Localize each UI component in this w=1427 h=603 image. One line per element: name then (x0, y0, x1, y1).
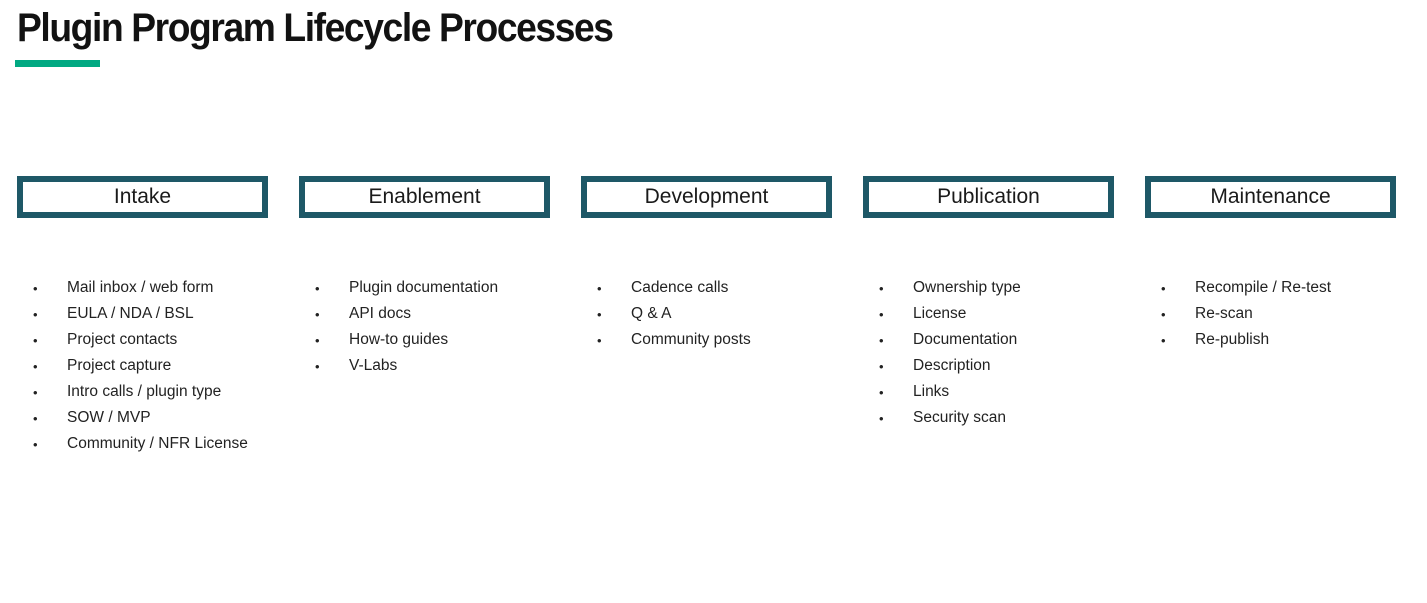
stage-item-label: Recompile / Re-test (1195, 279, 1332, 296)
stage-item-label: Project contacts (67, 331, 178, 348)
stage-item: • Recompile / Re-test (1161, 275, 1396, 301)
stage-item-label: Re-scan (1195, 305, 1253, 322)
title-accent-bar (15, 60, 100, 67)
lifecycle-columns: Intake • Mail inbox / web form • EULA / NDA… (17, 176, 1396, 457)
stage-item: • Links (879, 379, 1114, 405)
bullet-icon: • (33, 358, 38, 374)
stage-item-label: Links (913, 383, 950, 400)
stage-header-label: Maintenance (1210, 185, 1331, 208)
stage-header-label: Enablement (368, 185, 481, 208)
stage-item-list: • Plugin documentation • API docs • How-to gu… (299, 275, 550, 379)
stage-item: • Re-publish (1161, 327, 1396, 353)
lifecycle-column: Development • Cadence calls • Q & A • Communi… (581, 176, 832, 457)
stage-item-list: • Cadence calls • Q & A • Community posts (581, 275, 832, 353)
stage-item-label: Ownership type (913, 279, 1021, 296)
stage-item: • How-to guides (315, 327, 550, 353)
stage-item: • SOW / MVP (33, 405, 268, 431)
stage-item-label: V-Labs (349, 357, 398, 374)
stage-item-list: • Ownership type • License • Documentation • De… (863, 275, 1114, 431)
stage-item-label: Cadence calls (631, 279, 729, 296)
bullet-icon: • (597, 332, 602, 348)
stage-item-label: Documentation (913, 331, 1018, 348)
bullet-icon: • (33, 410, 38, 426)
stage-item: • Documentation (879, 327, 1114, 353)
bullet-icon: • (33, 306, 38, 322)
stage-item-label: API docs (349, 305, 412, 322)
bullet-icon: • (1161, 280, 1166, 296)
stage-item: • API docs (315, 301, 550, 327)
bullet-icon: • (597, 306, 602, 322)
bullet-icon: • (315, 332, 320, 348)
bullet-icon: • (879, 358, 884, 374)
stage-item: • Community / NFR License (33, 431, 268, 457)
stage-header-box: Maintenance (1145, 176, 1396, 218)
bullet-icon: • (1161, 332, 1166, 348)
bullet-icon: • (879, 384, 884, 400)
stage-item: • Project contacts (33, 327, 268, 353)
lifecycle-column: Maintenance • Recompile / Re-test • Re-scan… (1145, 176, 1396, 457)
stage-item-list: •Mail inbox / web form•EULA / NDA / BSL•… (17, 275, 268, 457)
stage-item-label: Plugin documentation (349, 279, 499, 296)
stage-header-box: Enablement (299, 176, 550, 218)
stage-header-label: Development (644, 185, 769, 208)
bullet-icon: • (33, 332, 38, 348)
stage-item-label: Intro calls / plugin type (67, 383, 222, 400)
stage-item-label: Project capture (67, 357, 172, 374)
bullet-icon: • (33, 384, 38, 400)
stage-item: • License (879, 301, 1114, 327)
stage-item: • Project capture (33, 353, 268, 379)
bullet-icon: • (879, 410, 884, 426)
page-title: Plugin Program Lifecycle Processes (17, 6, 614, 50)
stage-header-box: Development (581, 176, 832, 218)
bullet-icon: • (879, 306, 884, 322)
lifecycle-column: Publication • Ownership type • License • Docu… (863, 176, 1114, 457)
stage-item-label: Re-publish (1195, 331, 1270, 348)
bullet-icon: • (597, 280, 602, 296)
bullet-icon: • (1161, 306, 1166, 322)
stage-item-label: Community / NFR License (67, 435, 248, 452)
lifecycle-column: Intake • Mail inbox / web form • EULA / NDA… (17, 176, 268, 457)
stage-item-label: License (913, 305, 967, 322)
bullet-icon: • (879, 280, 884, 296)
stage-item: • Security scan (879, 405, 1114, 431)
stage-item-list: • Recompile / Re-test • Re-scan • Re-publish (1145, 275, 1396, 353)
stage-item-label: Security scan (913, 409, 1007, 426)
stage-item: • Mail inbox / web form (33, 275, 268, 301)
stage-item: • EULA / NDA / BSL (33, 301, 268, 327)
bullet-icon: • (879, 332, 884, 348)
bullet-icon: • (33, 436, 38, 452)
stage-header-box: Intake (17, 176, 268, 218)
stage-item: • Re-scan (1161, 301, 1396, 327)
stage-item: • Description (879, 353, 1114, 379)
stage-item-label: Description (913, 357, 991, 374)
lifecycle-column: Enablement • Plugin documentation • API doc… (299, 176, 550, 457)
stage-item: • Intro calls / plugin type (33, 379, 268, 405)
bullet-icon: • (315, 280, 320, 296)
stage-item-label: Community posts (631, 331, 751, 348)
bullet-icon: • (315, 306, 320, 322)
stage-item-label: How-to guides (349, 331, 449, 348)
stage-item: • Community posts (597, 327, 832, 353)
stage-header-box: Publication (863, 176, 1114, 218)
stage-item: • Ownership type (879, 275, 1114, 301)
stage-header-label: Intake (113, 185, 172, 208)
stage-header-label: Publication (937, 185, 1040, 208)
stage-item-label: EULA / NDA / BSL (67, 305, 194, 322)
stage-item-label: Q & A (631, 305, 672, 322)
stage-item-label: SOW / MVP (67, 409, 151, 426)
bullet-icon: • (33, 280, 38, 296)
stage-item: • Cadence calls (597, 275, 832, 301)
bullet-icon: • (315, 358, 320, 374)
stage-item-label: Mail inbox / web form (67, 279, 214, 296)
stage-item: • Q & A (597, 301, 832, 327)
stage-item: • Plugin documentation (315, 275, 550, 301)
stage-item: • V-Labs (315, 353, 550, 379)
